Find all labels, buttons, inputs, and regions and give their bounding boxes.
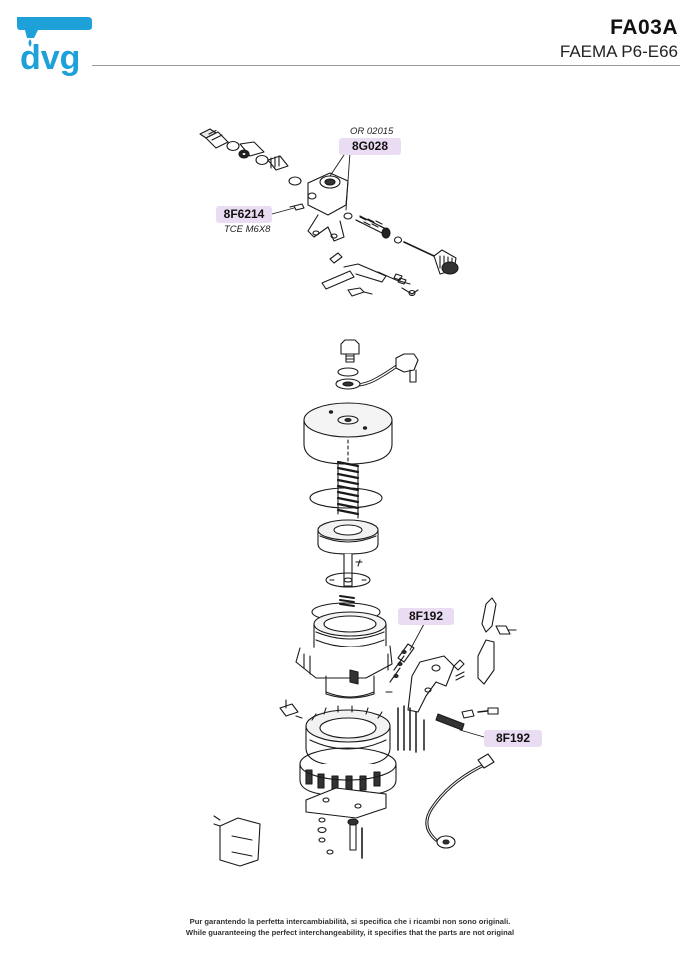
lever-linkage: [321, 252, 419, 297]
logo-text: dvg: [20, 39, 80, 77]
logo-drop-shape: [28, 39, 32, 47]
side-cover: [213, 815, 261, 867]
leader-8f192-a: [409, 623, 425, 651]
callout-leaders: [271, 151, 485, 738]
leader-8f6214: [271, 207, 295, 215]
header: dvg FA03A FAEMA P6-E66: [0, 0, 700, 80]
disclaimer-italian: Pur garantendo la perfetta intercambiabi…: [189, 917, 511, 926]
thermo-cable: [425, 753, 495, 849]
cam-lever: [335, 353, 419, 390]
logo-tap-shape: [17, 17, 92, 38]
main-spring: [336, 460, 360, 519]
bracket-frame: [279, 699, 303, 719]
callout-8g028-label: 8G028: [339, 138, 401, 155]
seal-o-ring: [309, 487, 383, 509]
callout-8g028-caption: OR 02015: [350, 126, 394, 137]
pin-set: [397, 705, 499, 753]
top-bolt: [340, 339, 360, 363]
header-divider: [92, 65, 680, 66]
inlet-fitting: [199, 128, 302, 186]
base-plate: [305, 787, 387, 819]
leader-8f192-b: [459, 729, 485, 738]
leader-8g028-a: [329, 151, 347, 177]
right-side-parts: [385, 597, 517, 849]
piston-cylinder-cap: [303, 402, 393, 465]
leader-8g028-b: [345, 151, 351, 211]
small-fasteners: [317, 817, 363, 859]
callout-8f192-label-lower: 8F192: [484, 730, 542, 747]
disclaimer-footer: Pur garantendo la perfetta intercambiabi…: [0, 916, 700, 938]
piston: [317, 519, 379, 588]
valve-spring-stem: [343, 212, 459, 275]
group-head-assembly: [213, 339, 419, 867]
callout-8f192-label-upper: 8F192: [398, 608, 454, 625]
valve-body: [289, 172, 349, 242]
lever-arm: [477, 597, 517, 685]
trip-plate: [407, 655, 465, 713]
callout-8f6214-caption: TCE M6X8: [224, 224, 271, 235]
callout-8f6214-label: 8F6214: [216, 206, 272, 223]
machine-model: FAEMA P6-E66: [559, 42, 678, 61]
group-body: [295, 611, 393, 699]
gear-ring: [305, 705, 391, 767]
document-code: FA03A: [610, 16, 678, 39]
spring-link: [385, 643, 415, 693]
disclaimer-english: While guaranteeing the perfect interchan…: [185, 928, 515, 937]
dvg-logo: dvg: [17, 17, 92, 77]
